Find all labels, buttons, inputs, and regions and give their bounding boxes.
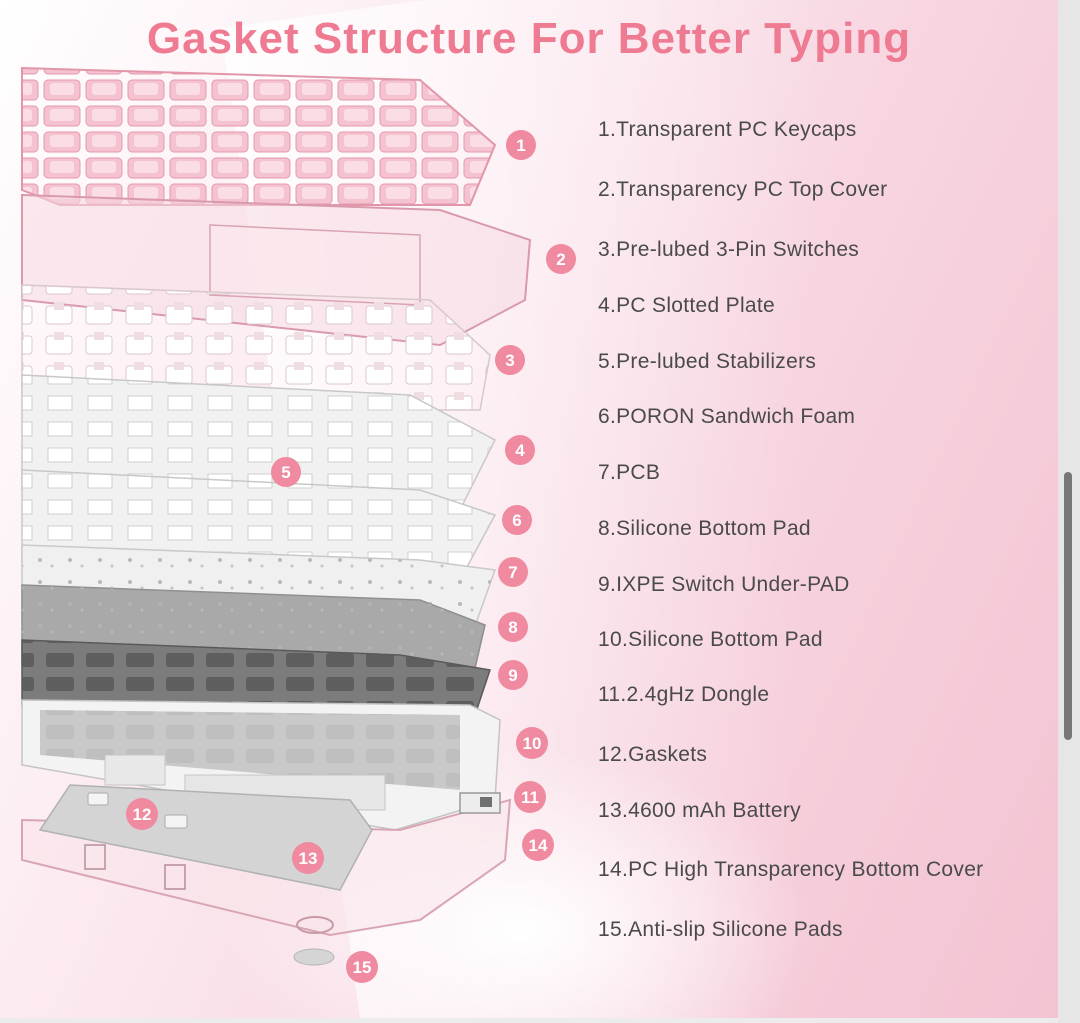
badge-4: 4 <box>505 435 535 465</box>
feature-item-1: 1.Transparent PC Keycaps <box>598 118 857 141</box>
badge-15: 15 <box>346 951 378 983</box>
feature-item-2: 2.Transparency PC Top Cover <box>598 178 888 201</box>
feature-item-15: 15.Anti-slip Silicone Pads <box>598 918 843 941</box>
svg-text:1: 1 <box>516 136 525 155</box>
svg-text:11: 11 <box>521 788 539 807</box>
svg-text:5: 5 <box>281 463 290 482</box>
svg-text:8: 8 <box>508 618 517 637</box>
bottom-pad-layer <box>21 699 501 831</box>
badge-13: 13 <box>292 842 324 874</box>
feature-item-5: 5.Pre-lubed Stabilizers <box>598 350 817 373</box>
badge-7: 7 <box>498 557 528 587</box>
svg-text:10: 10 <box>523 734 542 753</box>
feature-item-11: 11.2.4gHz Dongle <box>598 683 770 706</box>
poster-title: Gasket Structure For Better Typing <box>146 14 912 63</box>
product-poster: 1 2 3 4 5 6 7 8 9 10 11 12 13 14 15 Gask… <box>0 0 1058 1018</box>
keycaps-layer <box>21 66 497 206</box>
badge-5: 5 <box>271 457 301 487</box>
svg-text:12: 12 <box>133 805 152 824</box>
feature-item-3: 3.Pre-lubed 3-Pin Switches <box>598 238 860 261</box>
feature-item-10: 10.Silicone Bottom Pad <box>598 628 823 651</box>
feature-item-4: 4.PC Slotted Plate <box>598 294 775 317</box>
badge-1: 1 <box>506 130 536 160</box>
feature-item-13: 13.4600 mAh Battery <box>598 799 801 822</box>
svg-text:7: 7 <box>508 563 517 582</box>
badge-3: 3 <box>495 345 525 375</box>
gaskets <box>87 792 188 829</box>
badge-12: 12 <box>126 798 158 830</box>
battery-layer <box>38 784 373 891</box>
svg-text:15: 15 <box>353 958 372 977</box>
feature-item-12: 12.Gaskets <box>598 743 708 766</box>
exploded-keyboard-diagram: 1 2 3 4 5 6 7 8 9 10 11 12 13 14 15 <box>21 66 576 983</box>
badge-8: 8 <box>498 612 528 642</box>
feature-item-6: 6.PORON Sandwich Foam <box>598 405 856 428</box>
svg-text:14: 14 <box>529 836 548 855</box>
svg-text:2: 2 <box>556 250 565 269</box>
svg-text:4: 4 <box>515 441 525 460</box>
badge-14: 14 <box>522 829 554 861</box>
svg-text:3: 3 <box>505 351 514 370</box>
dongle <box>459 792 501 814</box>
feature-item-14: 14.PC High Transparency Bottom Cover <box>598 858 984 881</box>
badge-11: 11 <box>514 781 546 813</box>
badge-2: 2 <box>546 244 576 274</box>
feature-item-7: 7.PCB <box>598 461 661 484</box>
badge-6: 6 <box>502 505 532 535</box>
badge-10: 10 <box>516 727 548 759</box>
feature-item-8: 8.Silicone Bottom Pad <box>598 517 811 540</box>
svg-text:9: 9 <box>508 666 517 685</box>
feature-list: 1.Transparent PC Keycaps 2.Transparency … <box>598 0 1058 1018</box>
badge-9: 9 <box>498 660 528 690</box>
scrollbar-thumb[interactable] <box>1064 472 1072 740</box>
anti-slip-pad <box>293 948 335 966</box>
feature-item-9: 9.IXPE Switch Under-PAD <box>598 573 850 596</box>
svg-text:13: 13 <box>299 849 318 868</box>
svg-text:6: 6 <box>512 511 521 530</box>
